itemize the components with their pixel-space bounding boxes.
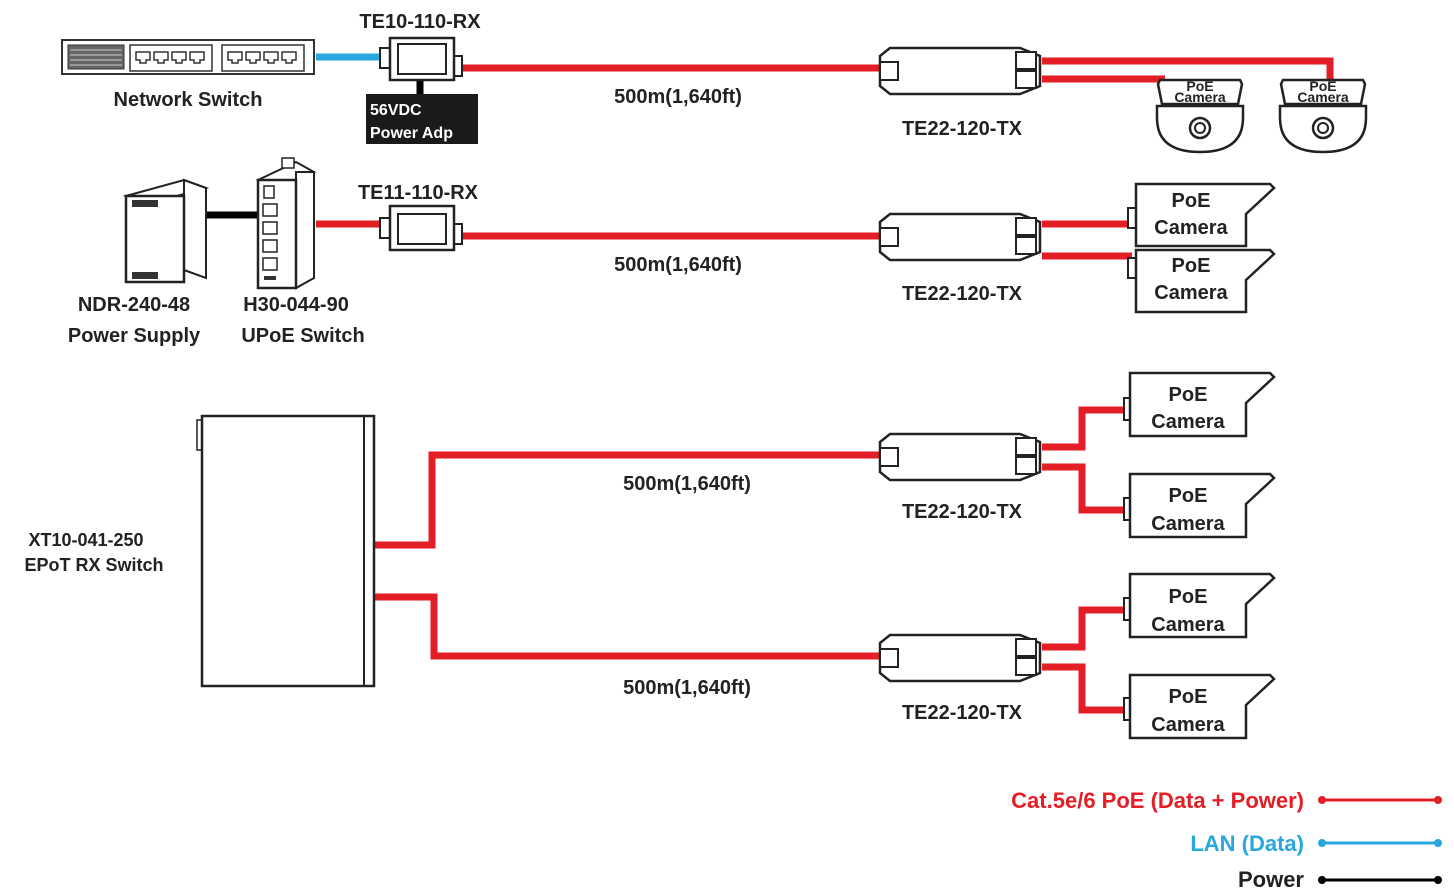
network-switch [61, 39, 315, 75]
bullet-camera-label-line1: PoE [1169, 586, 1208, 608]
legend-poe-label: Cat.5e/6 PoE (Data + Power) [1011, 788, 1304, 813]
te22-tx-label: TE22-120-TX [902, 702, 1023, 724]
legend-power-label: Power [1238, 867, 1304, 890]
dome-camera-label-line2: Camera [1297, 89, 1349, 105]
dome-camera-label-line1: PoE [1309, 78, 1336, 94]
dome-camera: PoE Camera [1278, 78, 1368, 154]
power-adapter: 56VDC Power Adp [366, 94, 478, 144]
poe-cable [374, 451, 880, 549]
row3-cables [374, 406, 1130, 714]
power-supply [122, 178, 210, 284]
te22-tx-unit [878, 46, 1042, 96]
poe-cable [1042, 406, 1130, 451]
bullet-camera: PoE Camera [1127, 182, 1276, 248]
bullet-camera-label-line1: PoE [1169, 384, 1208, 406]
bullet-camera-label-line2: Camera [1154, 282, 1228, 304]
poe-cable [1042, 57, 1334, 80]
network-switch-label: Network Switch [114, 89, 263, 111]
te22-tx-label: TE22-120-TX [902, 283, 1023, 305]
dome-camera-label-line2: Camera [1174, 89, 1226, 105]
te10-rx-label: TE10-110-RX [359, 11, 481, 33]
dome-camera: PoE Camera [1155, 78, 1245, 154]
te11-rx-unit [379, 204, 463, 252]
poe-cable [1042, 663, 1130, 714]
te11-rx-label: TE11-110-RX [358, 182, 479, 204]
vent-grille [67, 44, 125, 70]
poe-cable [374, 593, 880, 660]
te22-tx-unit [878, 432, 1042, 482]
bullet-camera-label-line1: PoE [1169, 485, 1208, 507]
bullet-camera: PoE Camera [1123, 371, 1276, 438]
te22-tx-unit [878, 633, 1042, 683]
bullet-camera-label-line1: PoE [1169, 686, 1208, 708]
te22-tx-label: TE22-120-TX [902, 501, 1023, 523]
upoe-switch-label-line2: UPoE Switch [241, 325, 364, 347]
upoe-switch [255, 157, 317, 290]
upoe-switch-label-line1: H30-044-90 [243, 294, 349, 316]
poe-cable [1042, 606, 1130, 651]
distance-label: 500m(1,640ft) [614, 254, 742, 276]
legend: Cat.5e/6 PoE (Data + Power) LAN (Data) P… [1011, 788, 1442, 890]
port-group [129, 44, 213, 72]
legend-lan-label: LAN (Data) [1190, 831, 1304, 856]
power-adapter-label-line1: 56VDC [370, 102, 422, 119]
distance-label: 500m(1,640ft) [623, 677, 751, 699]
distance-label: 500m(1,640ft) [623, 473, 751, 495]
epot-rx-switch-label-line1: XT10-041-250 [28, 530, 143, 550]
bullet-camera-label-line2: Camera [1154, 217, 1228, 239]
row2-cables [206, 211, 1132, 260]
bullet-camera: PoE Camera [1123, 472, 1276, 539]
bullet-camera-label-line2: Camera [1151, 614, 1225, 636]
epot-rx-switch [196, 414, 376, 688]
power-adapter-label-line2: Power Adp [370, 125, 453, 142]
bullet-camera-label-line1: PoE [1172, 255, 1211, 277]
power-supply-label-line2: Power Supply [68, 325, 201, 347]
distance-label: 500m(1,640ft) [614, 86, 742, 108]
bullet-camera: PoE Camera [1127, 248, 1276, 314]
poe-cable [1042, 463, 1130, 514]
epot-rx-switch-label-line2: EPoT RX Switch [24, 555, 163, 575]
bullet-camera-label-line2: Camera [1151, 714, 1225, 736]
bullet-camera-label-line2: Camera [1151, 513, 1225, 535]
port-group [221, 44, 305, 72]
dome-camera-label-line1: PoE [1186, 78, 1213, 94]
power-supply-label-line1: NDR-240-48 [78, 294, 190, 316]
te22-tx-unit [878, 212, 1042, 262]
te22-tx-label: TE22-120-TX [902, 118, 1023, 140]
bullet-camera: PoE Camera [1123, 673, 1276, 740]
bullet-camera-label-line1: PoE [1172, 190, 1211, 212]
row1-cables [316, 53, 1334, 96]
te10-rx-unit [379, 36, 463, 82]
bullet-camera: PoE Camera [1123, 572, 1276, 639]
bullet-camera-label-line2: Camera [1151, 411, 1225, 433]
